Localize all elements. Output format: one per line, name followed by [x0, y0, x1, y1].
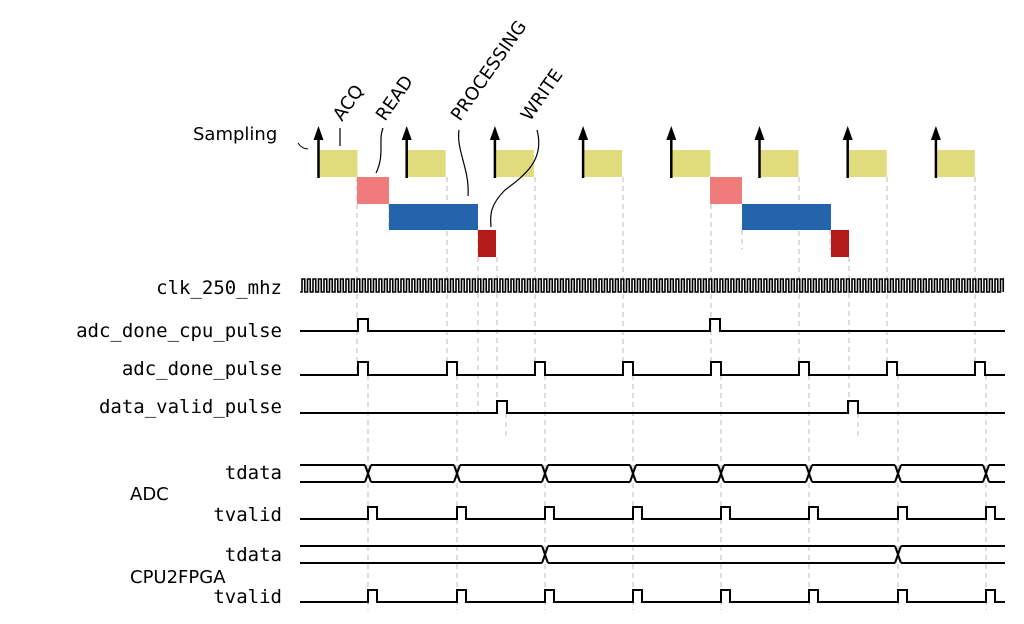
- adc-done-cpu-pulse-label: adc_done_cpu_pulse: [76, 320, 282, 342]
- acq-block: [318, 150, 358, 177]
- adc-tdata-segment: [717, 464, 806, 483]
- cpu2fpga-tdata-segment: [300, 545, 542, 564]
- adc-group-label: ADC: [130, 484, 169, 505]
- sampling-label: Sampling: [193, 124, 277, 145]
- phase-blocks: [318, 150, 975, 257]
- adc-tdata-segment: [364, 464, 454, 483]
- cpu2fpga-tdata-segment: [894, 545, 1005, 564]
- processing-block: [742, 204, 831, 230]
- sampling-arrow-head: [666, 126, 677, 140]
- adc-tdata-label: tdata: [225, 462, 282, 484]
- read-block: [710, 177, 742, 204]
- read-label: READ: [372, 72, 418, 125]
- adc-tdata-segment: [541, 464, 630, 483]
- acq-block: [671, 150, 711, 177]
- sampling-leader: [297, 142, 309, 150]
- sampling-arrow-head: [489, 126, 500, 140]
- adc-tdata-segment: [982, 464, 1005, 483]
- sampling-arrow-head: [578, 126, 589, 140]
- sampling-arrow-head: [842, 126, 853, 140]
- processing-label: PROCESSING: [447, 17, 531, 125]
- waveforms: [300, 278, 1005, 603]
- clk-waveform: [300, 278, 1005, 293]
- adc-done-pulse-waveform: [300, 361, 1005, 376]
- sampling-arrow-head: [754, 126, 765, 140]
- adc-done-cpu-pulse-waveform: [300, 318, 1005, 332]
- acq-block: [494, 150, 534, 177]
- adc-tdata-segment: [894, 464, 983, 483]
- cpu2fpga-tdata-label: tdata: [225, 544, 282, 566]
- cpu2fpga-tvalid-label: tvalid: [213, 586, 282, 608]
- adc-tdata-segment: [629, 464, 718, 483]
- cpu2fpga-tvalid-waveform: [300, 589, 1005, 603]
- adc-done-pulse-label: adc_done_pulse: [122, 358, 282, 380]
- processing-block: [389, 204, 478, 230]
- acq-block: [583, 150, 623, 177]
- adc-tdata-segment: [453, 464, 542, 483]
- read-block: [357, 177, 389, 204]
- write-label: WRITE: [517, 65, 567, 125]
- acq-block: [935, 150, 975, 177]
- acq-block: [759, 150, 799, 177]
- adc-tvalid-label: tvalid: [213, 504, 282, 526]
- processing-leader: [457, 129, 469, 197]
- adc-tvalid-waveform: [300, 506, 1005, 520]
- read-leader: [375, 127, 384, 174]
- acq-label: ACQ: [329, 81, 368, 125]
- sampling-arrow-head: [930, 126, 941, 140]
- acq-block: [847, 150, 887, 177]
- adc-tdata-segment: [805, 464, 895, 483]
- sampling-arrows: [313, 126, 941, 178]
- cpu2fpga-group-label: CPU2FPGA: [130, 567, 226, 588]
- cpu2fpga-tdata-segment: [541, 545, 895, 564]
- write-block: [478, 230, 496, 257]
- sampling-arrow-head: [313, 126, 324, 140]
- write-leader: [490, 129, 540, 228]
- data-valid-pulse-waveform: [300, 400, 1005, 414]
- acq-block: [406, 150, 446, 177]
- adc-tdata-segment: [300, 464, 365, 483]
- data-valid-pulse-label: data_valid_pulse: [99, 396, 282, 418]
- sampling-arrow-head: [401, 126, 412, 140]
- write-block: [831, 230, 849, 257]
- clk-label: clk_250_mhz: [156, 277, 282, 299]
